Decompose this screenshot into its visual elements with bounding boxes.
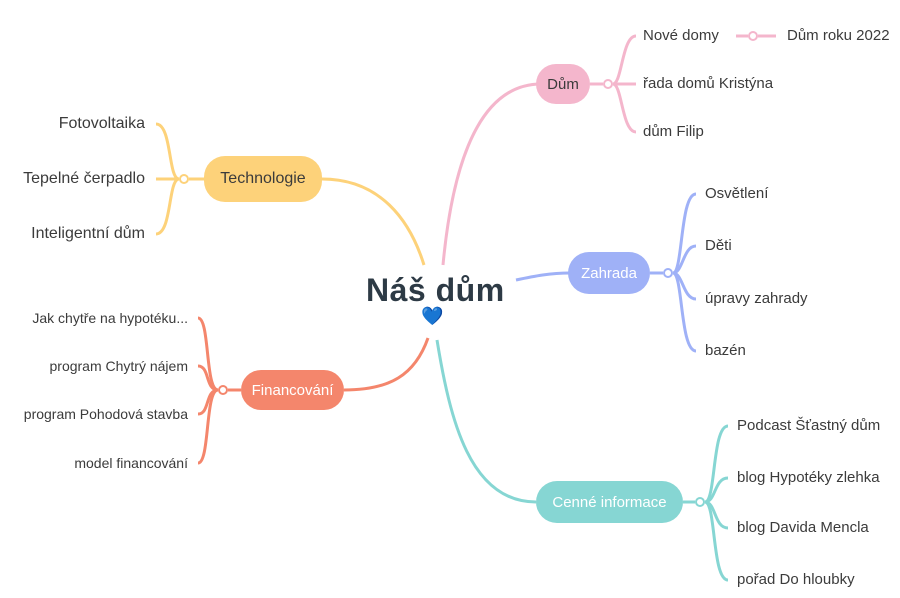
link-center-zahrada [515, 271, 571, 282]
leaf-dum-filip[interactable]: dům Filip [643, 123, 704, 140]
leaf-fotovoltaika[interactable]: Fotovoltaika [58, 115, 145, 132]
link-center-cenne [435, 339, 537, 504]
link-center-technologie [321, 177, 426, 266]
leaf-nove-domy[interactable]: Nové domy [643, 27, 719, 44]
blue-heart-icon: 💙 [421, 306, 444, 327]
leaf-deti[interactable]: Děti [705, 237, 732, 254]
branch-technologie[interactable]: Technologie [204, 156, 322, 202]
financovani-collapse-ring[interactable] [218, 385, 228, 395]
technologie-collapse-ring[interactable] [179, 174, 189, 184]
leaf-podcast-stastny-dum[interactable]: Podcast Šťastný dům [737, 417, 881, 434]
leaf-bazen[interactable]: bazén [705, 342, 746, 359]
branch-zahrada[interactable]: Zahrada [568, 252, 650, 294]
cenne-collapse-ring[interactable] [695, 497, 705, 507]
leaf-model-financovani[interactable]: model financování [74, 455, 188, 471]
branch-financovani[interactable]: Financování [241, 370, 344, 410]
branch-dum[interactable]: Dům [536, 64, 590, 104]
leaf-dum-roku-2022[interactable]: Dům roku 2022 [787, 27, 890, 44]
leaf-blog-davida-mencla[interactable]: blog Davida Mencla [737, 519, 869, 536]
leaf-rada-domu-kristyna[interactable]: řada domů Kristýna [643, 75, 774, 92]
nove-domy-collapse-ring[interactable] [748, 31, 758, 41]
leaf-blog-hypoteky-zlehka[interactable]: blog Hypotéky zlehka [737, 469, 880, 486]
leaf-jak-chytre-na-hypoteku[interactable]: Jak chytře na hypotéku... [32, 310, 188, 326]
leaf-porad-do-hloubky[interactable]: pořad Do hloubky [737, 571, 855, 588]
link-center-dum [441, 82, 542, 266]
branch-cenne-informace[interactable]: Cenné informace [536, 481, 683, 523]
leaf-osvetleni[interactable]: Osvětlení [705, 185, 769, 202]
leaf-upravy-zahrady[interactable]: úpravy zahrady [705, 290, 808, 307]
dum-collapse-ring[interactable] [603, 79, 613, 89]
leaf-program-pohodova-stavba[interactable]: program Pohodová stavba [23, 406, 188, 422]
leaf-tepelne-cerpadlo[interactable]: Tepelné čerpadlo [23, 170, 145, 187]
zahrada-collapse-ring[interactable] [663, 268, 673, 278]
link-center-financovani [343, 337, 430, 392]
leaf-program-chytry-najem[interactable]: program Chytrý nájem [49, 358, 189, 374]
central-topic[interactable]: Náš dům [366, 272, 505, 308]
leaf-inteligentni-dum[interactable]: Inteligentní dům [31, 225, 145, 242]
